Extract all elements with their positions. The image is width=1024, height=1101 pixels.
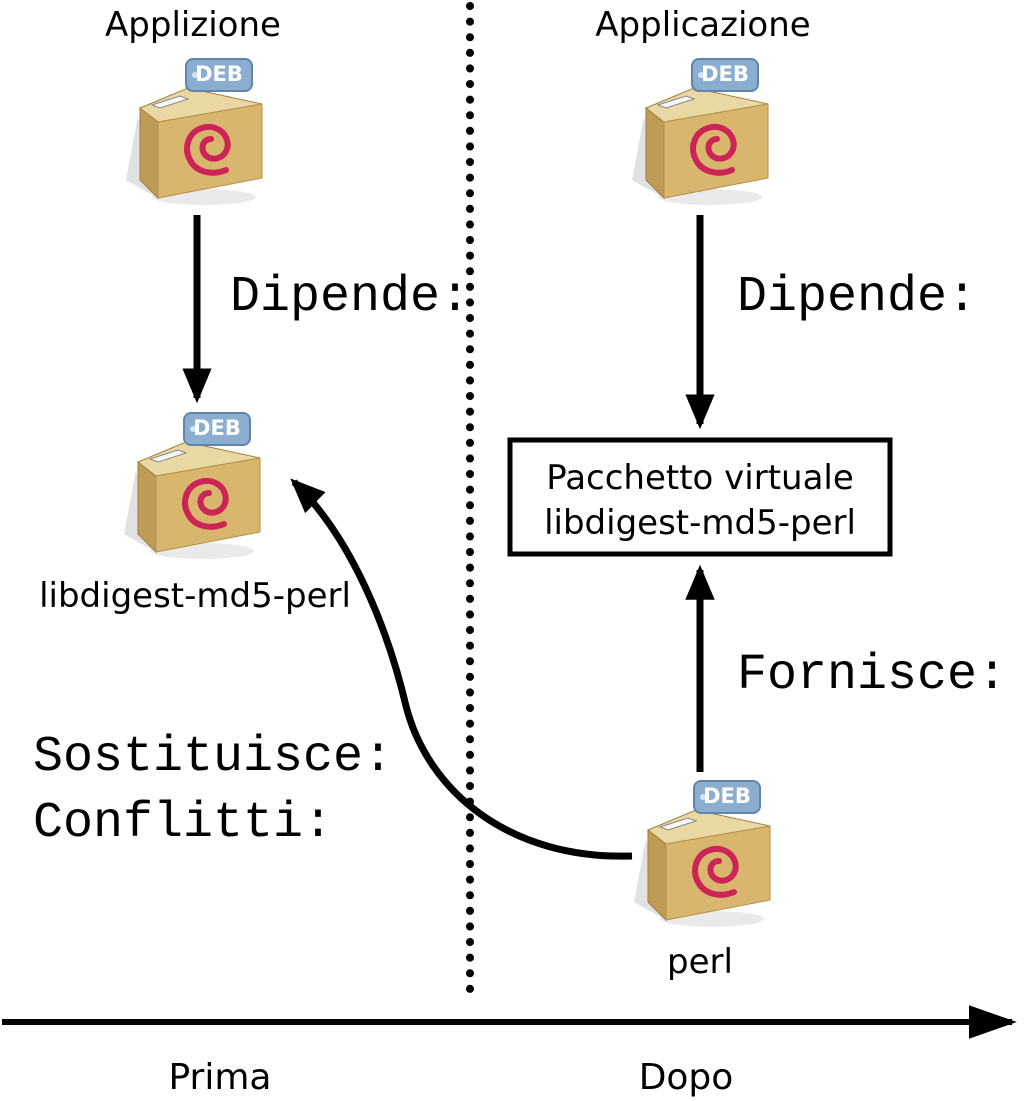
- libdigest-package-label: libdigest-md5-perl: [39, 576, 351, 616]
- deb-badge-label: DEB: [701, 62, 749, 86]
- provides-label: Fornisce:: [737, 647, 1007, 704]
- replaces-label: Sostituisce:: [33, 729, 393, 786]
- deb-badge-label: DEB: [703, 784, 751, 808]
- right-app-title: Applicazione: [595, 5, 810, 45]
- virtual-package-line1: Pacchetto virtuale: [546, 458, 854, 498]
- left-depends-label: Dipende:: [230, 269, 470, 326]
- deb-badge-label: DEB: [193, 416, 241, 440]
- deb-badge-label: DEB: [195, 62, 243, 86]
- arrow-replaces-conflicts: [290, 478, 633, 860]
- virtual-package-line2: libdigest-md5-perl: [544, 503, 856, 543]
- timeline-before-label: Prima: [168, 1057, 271, 1098]
- timeline-after-label: Dopo: [639, 1057, 734, 1098]
- virtual-package-box: [507, 437, 893, 557]
- left-app-title: Applizione: [105, 5, 281, 45]
- perl-package-label: perl: [667, 942, 733, 982]
- right-depends-label: Dipende:: [737, 269, 977, 326]
- conflicts-label: Conflitti:: [33, 795, 333, 852]
